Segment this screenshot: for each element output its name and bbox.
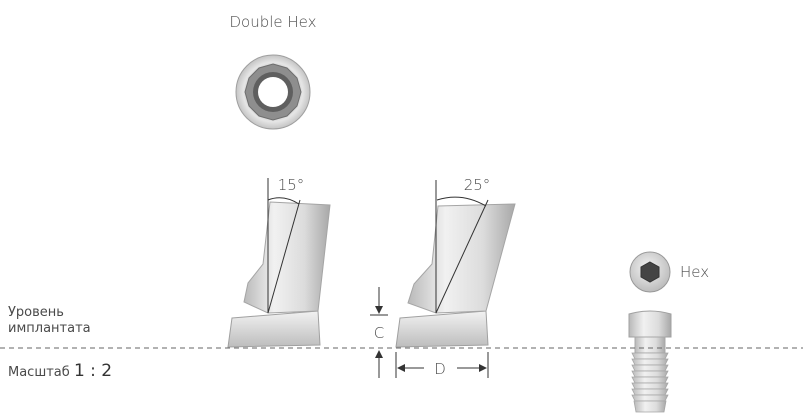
implant-level-line2: имплантата	[8, 321, 91, 336]
scale-ratio: 1 : 2	[73, 361, 113, 381]
dimension-c-label: C	[374, 324, 384, 342]
dimension-d-label: D	[434, 360, 446, 378]
screw-side-view	[628, 310, 672, 413]
dimension-c	[370, 287, 388, 378]
scale-label: Масштаб 1 : 2	[8, 361, 112, 381]
dimension-d	[395, 352, 489, 378]
abutment-25-degree	[395, 180, 516, 348]
abutment-15-degree	[227, 178, 331, 348]
implant-level-line1: Уровень	[8, 305, 64, 320]
implant-level-label: Уровень имплантата	[8, 305, 91, 337]
double-hex-icon	[235, 54, 311, 130]
double-hex-label: Double Hex	[229, 13, 316, 31]
scale-prefix: Масштаб	[8, 365, 70, 380]
angle-25-label: 25°	[464, 176, 491, 194]
hex-icon	[629, 251, 671, 293]
hex-label: Hex	[680, 263, 709, 281]
angle-15-label: 15°	[278, 176, 305, 194]
